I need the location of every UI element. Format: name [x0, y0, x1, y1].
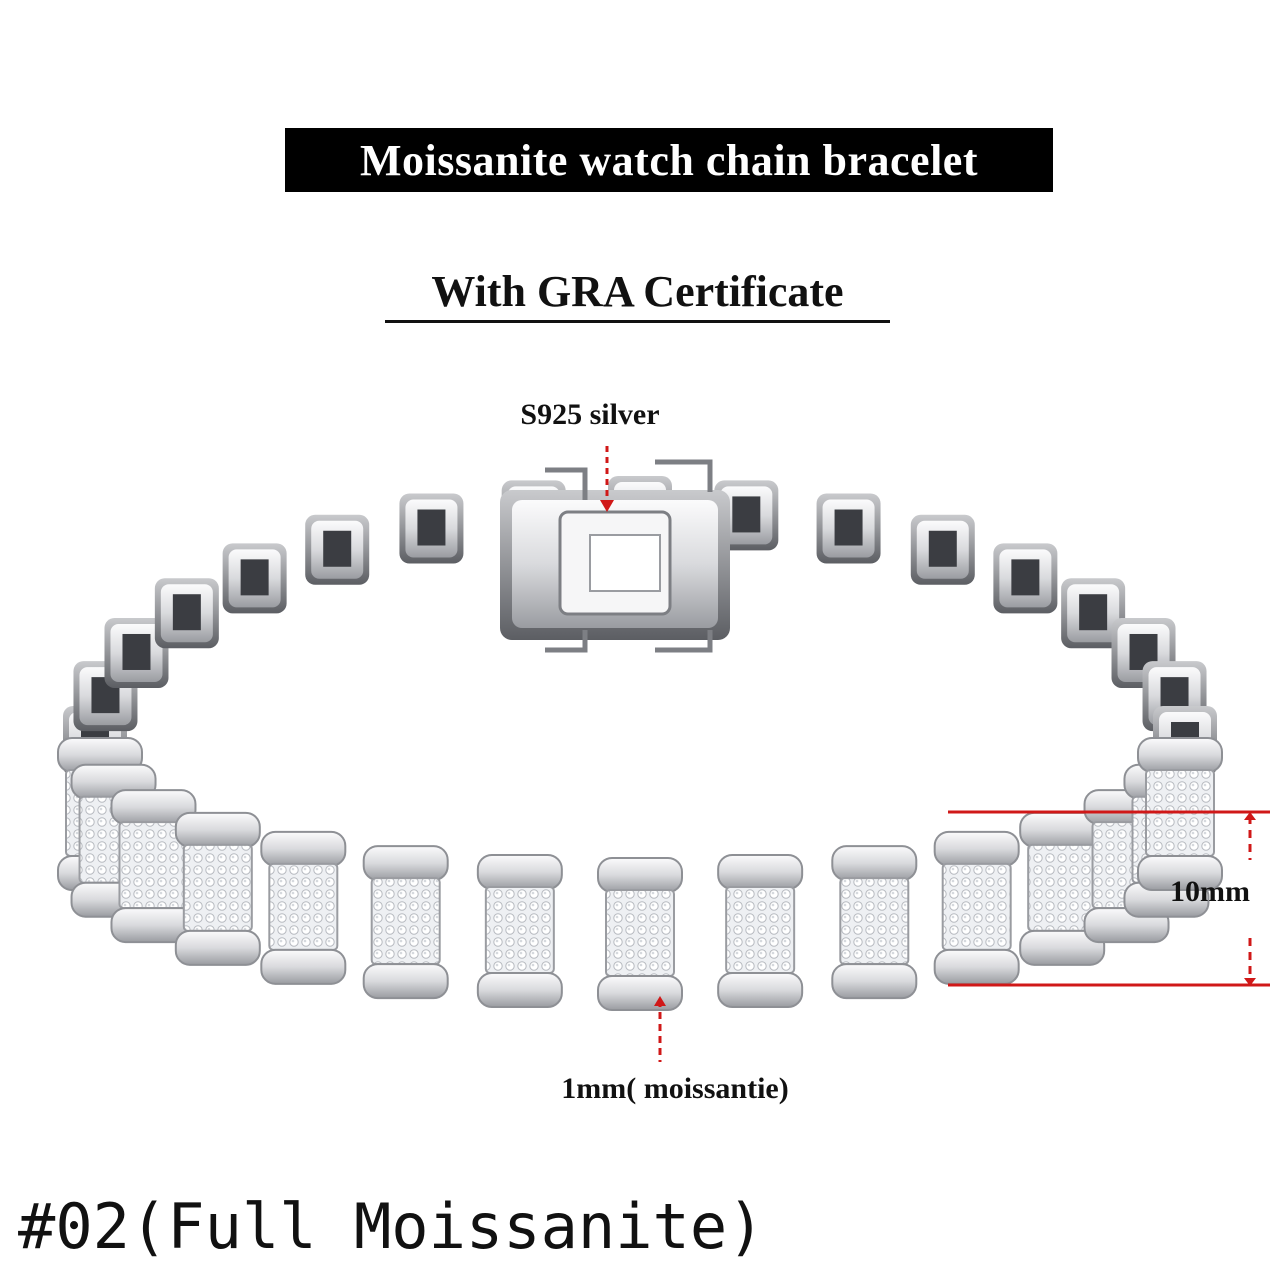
annotation-lines: [600, 446, 1270, 1062]
back-link: [222, 543, 287, 614]
back-link: [1061, 578, 1126, 649]
front-link: [174, 811, 261, 966]
material-callout: S925 silver: [520, 398, 660, 431]
front-link: [110, 789, 197, 944]
front-link: [1019, 811, 1106, 966]
back-link: [816, 493, 881, 564]
back-link: [910, 514, 975, 585]
front-link: [933, 830, 1020, 985]
variant-label: #02(Full Moissanite): [18, 1190, 765, 1263]
front-link: [476, 853, 563, 1008]
back-link: [993, 543, 1058, 614]
front-link: [717, 853, 804, 1008]
front-link: [1137, 737, 1223, 891]
product-title: Moissanite watch chain bracelet: [285, 128, 1053, 192]
box-clasp: [500, 459, 730, 653]
width-callout: 10mm: [1170, 875, 1250, 908]
back-link: [305, 514, 370, 585]
front-link: [260, 830, 347, 985]
back-link: [154, 578, 219, 649]
front-link: [831, 845, 918, 1000]
front-link: [362, 845, 449, 1000]
stone-size-callout: 1mm( moissantie): [561, 1072, 789, 1105]
certificate-subtitle: With GRA Certificate: [385, 266, 890, 323]
front-link: [597, 857, 683, 1011]
back-link: [104, 617, 169, 688]
back-link: [714, 480, 779, 551]
bracelet-front-links: [57, 737, 1223, 1011]
back-link: [399, 493, 464, 564]
